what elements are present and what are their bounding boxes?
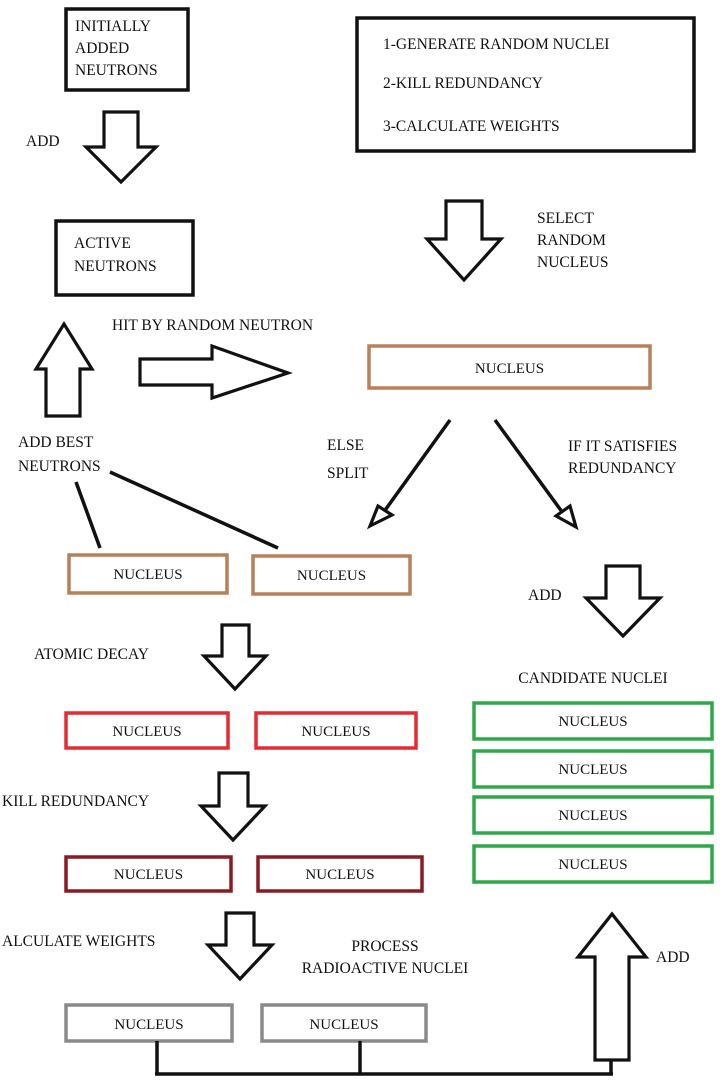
nucleus-box-brown-left: NUCLEUS [67,553,229,595]
add-top-label: ADD [26,133,60,150]
process-label-2: RADIOACTIVE NUCLEI [302,960,469,977]
nucleus-label: NUCLEUS [114,1017,183,1033]
nucleus-box-selected: NUCLEUS [367,344,652,390]
add-bottom-label: ADD [656,949,690,966]
active-neutrons-line2: NEUTRONS [74,258,157,275]
initial-neutrons-line2: ADDED [75,40,129,57]
connector-add-best-right [109,470,279,550]
nucleus-label: NUCLEUS [558,762,627,778]
down-arrow-candidate-icon [582,564,664,639]
split-arrowhead-right-icon [553,503,579,531]
down-arrow-select-icon [423,199,505,283]
step-3: 3-CALCULATE WEIGHTS [383,118,560,135]
connector-add-best-left [74,481,102,549]
satisfies-label-1: IF IT SATISFIES [568,438,677,455]
select-label-2: RANDOM [537,232,606,249]
split-arrow-left [366,418,452,530]
select-label-3: NUCLEUS [537,254,608,271]
nucleus-box-brown-right: NUCLEUS [251,554,412,596]
bottom-connector [155,1041,613,1076]
else-label: ELSE [327,437,364,454]
nucleus-box-gray-left: NUCLEUS [64,1003,234,1043]
nucleus-label: NUCLEUS [305,867,374,883]
candidate-nucleus-2: NUCLEUS [472,749,714,789]
down-arrow-add-icon [82,110,160,185]
candidate-nucleus-1: NUCLEUS [472,701,714,741]
nucleus-label: NUCLEUS [558,714,627,730]
active-neutrons-line1: ACTIVE [74,235,131,252]
right-arrow-hit-icon [138,343,293,401]
down-arrow-kill-icon [197,771,269,843]
add-best-label-2: NEUTRONS [18,458,101,475]
active-neutrons-box: ACTIVE NEUTRONS [54,219,195,297]
split-label: SPLIT [327,465,369,482]
candidate-nucleus-3: NUCLEUS [472,795,714,835]
step-2: 2-KILL REDUNDANCY [383,75,543,92]
kill-redundancy-label: KILL REDUNDANCY [2,793,149,810]
add-best-label-1: ADD BEST [18,434,94,451]
step-1: 1-GENERATE RANDOM NUCLEI [383,36,609,53]
nucleus-label: NUCLEUS [558,808,627,824]
split-arrow-right [493,418,579,531]
nucleus-box-gray-right: NUCLEUS [260,1003,428,1043]
nucleus-box-darkred-right: NUCLEUS [256,855,424,893]
candidate-title: CANDIDATE NUCLEI [518,670,667,687]
steps-box: 1-GENERATE RANDOM NUCLEI 2-KILL REDUNDAN… [355,16,696,153]
up-arrow-candidate-icon [574,911,650,1062]
satisfies-label-2: REDUNDANCY [568,460,677,477]
nucleus-label: NUCLEUS [113,567,182,583]
candidate-nucleus-4: NUCLEUS [472,844,714,884]
nucleus-box-red-left: NUCLEUS [64,711,230,750]
nucleus-label: NUCLEUS [309,1017,378,1033]
down-arrow-decay-icon [200,623,270,692]
nucleus-box-red-right: NUCLEUS [254,711,418,750]
process-label-1: PROCESS [351,938,418,955]
nucleus-label: NUCLEUS [475,361,544,377]
nucleus-label: NUCLEUS [558,857,627,873]
initial-neutrons-box: INITIALLY ADDED NEUTRONS [64,7,190,92]
initial-neutrons-line1: INITIALLY [75,18,151,35]
hit-label: HIT BY RANDOM NEUTRON [112,317,313,334]
nucleus-label: NUCLEUS [114,867,183,883]
nucleus-label: NUCLEUS [112,724,181,740]
initial-neutrons-line3: NEUTRONS [75,62,158,79]
nucleus-label: NUCLEUS [297,568,366,584]
nucleus-label: NUCLEUS [301,724,370,740]
split-arrowhead-left-icon [366,503,396,530]
calculate-weights-label: ALCULATE WEIGHTS [2,933,155,950]
nucleus-box-darkred-left: NUCLEUS [64,855,233,893]
add-candidate-label: ADD [528,587,562,604]
up-arrow-add-best-icon [33,320,95,418]
down-arrow-calculate-icon [204,911,276,982]
select-label-1: SELECT [537,210,594,227]
atomic-decay-label: ATOMIC DECAY [34,646,149,663]
